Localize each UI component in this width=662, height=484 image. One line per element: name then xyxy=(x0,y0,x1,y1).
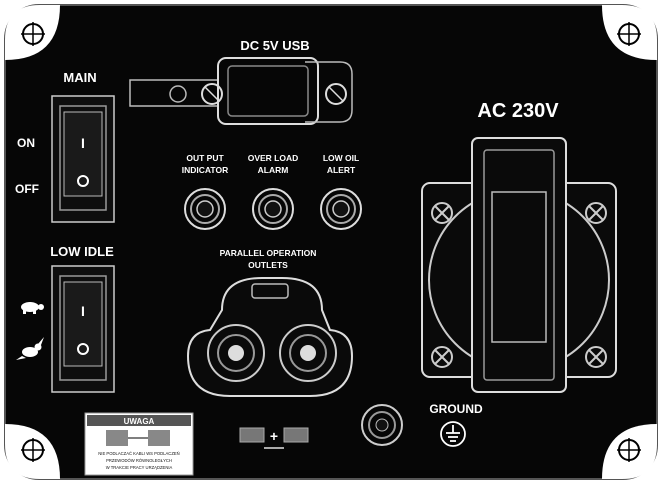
low-idle-off-mark xyxy=(77,343,89,355)
off-label: OFF xyxy=(15,182,39,196)
ac-voltage-label: AC 230V xyxy=(477,100,559,122)
corner-screw-bottom-right xyxy=(602,424,657,479)
warning-line2: PRZEWODÓW RÓWNOLEGŁYCH xyxy=(106,458,172,463)
ac-socket-screw-top-right-icon xyxy=(585,202,607,224)
on-label: ON xyxy=(17,136,35,150)
ground-label: GROUND xyxy=(429,402,483,416)
ac-socket-screw-bottom-right-icon xyxy=(585,346,607,368)
overload-alarm-lamp xyxy=(252,188,294,230)
low-idle-rocker-switch[interactable]: I xyxy=(51,265,115,393)
main-switch-on-mark: I xyxy=(81,135,85,151)
low-idle-on-mark: I xyxy=(81,303,85,319)
low-idle-label: LOW IDLE xyxy=(50,244,114,259)
warning-title: UWAGA xyxy=(124,417,155,426)
parallel-outlets[interactable] xyxy=(186,277,354,397)
output-indicator-lamp xyxy=(184,188,226,230)
parallel-connector-icon xyxy=(239,427,309,449)
rabbit-icon xyxy=(16,337,44,360)
usb-label: DC 5V USB xyxy=(240,38,309,53)
usb-port[interactable] xyxy=(129,57,353,125)
corner-screw-top-right xyxy=(602,5,657,60)
parallel-outlets-label-line2: OUTLETS xyxy=(248,260,288,270)
main-switch-off-mark xyxy=(77,175,89,187)
low-oil-alert-lamp xyxy=(320,188,362,230)
main-rocker-switch[interactable]: I xyxy=(51,95,115,223)
output-indicator-label-line2: INDICATOR xyxy=(182,165,228,175)
low-oil-alert-label-line1: LOW OIL xyxy=(323,153,359,163)
warning-sticker xyxy=(84,412,194,476)
ac-socket[interactable] xyxy=(421,137,617,393)
corner-screw-bottom-left xyxy=(5,424,60,479)
warning-line1: NIE PODLACZAĆ KABLI WS PODLACZEŃ xyxy=(98,451,179,456)
plus-label: + xyxy=(270,428,278,444)
corner-screw-top-left xyxy=(5,5,60,60)
parallel-terminal-right-icon xyxy=(279,324,337,382)
ground-terminal[interactable] xyxy=(361,404,403,446)
ac-socket-screw-top-left-icon xyxy=(431,202,453,224)
parallel-outlets-label-line1: PARALLEL OPERATION xyxy=(220,248,317,258)
usb-screw-right-icon xyxy=(325,83,347,105)
parallel-terminal-left-icon xyxy=(207,324,265,382)
warning-line3: W TRAKCIE PRACY URZĄDZENIA xyxy=(106,465,173,470)
main-switch-label: MAIN xyxy=(63,70,96,85)
usb-screw-left-icon xyxy=(201,83,223,105)
output-indicator-label-line1: OUT PUT xyxy=(186,153,224,163)
overload-alarm-label-line1: OVER LOAD xyxy=(248,153,299,163)
ground-icon xyxy=(440,421,466,447)
turtle-icon xyxy=(21,302,44,314)
low-oil-alert-label-line2: ALERT xyxy=(327,165,356,175)
ac-socket-screw-bottom-left-icon xyxy=(431,346,453,368)
overload-alarm-label-line2: ALARM xyxy=(258,165,289,175)
